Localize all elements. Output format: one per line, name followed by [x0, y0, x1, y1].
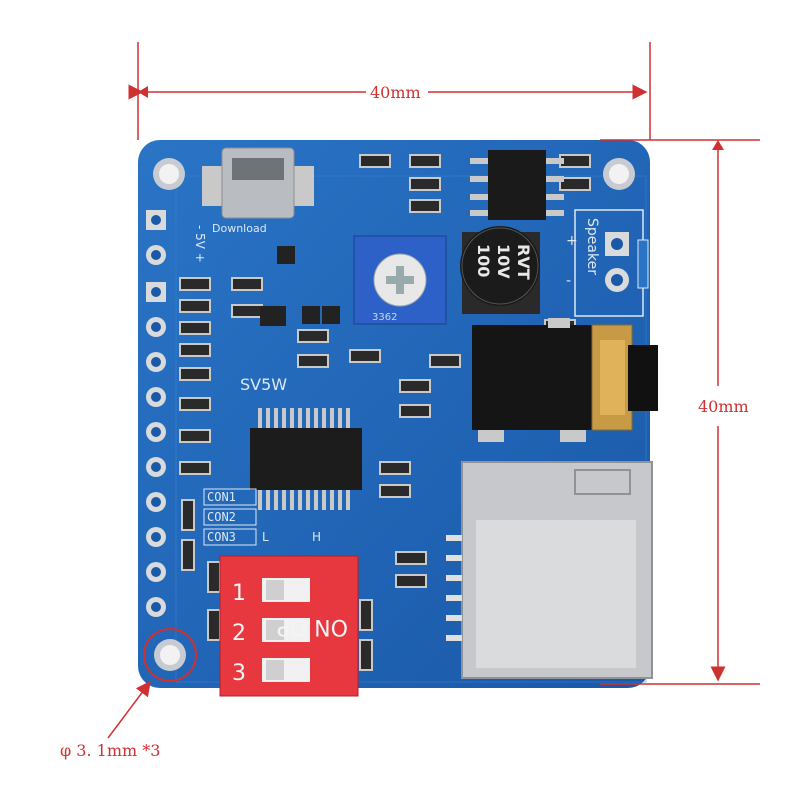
width-label: 40mm: [370, 83, 421, 102]
transistors: [260, 246, 340, 326]
pin-header: [146, 210, 166, 617]
download-label: Download: [212, 222, 267, 235]
con1-label: CON1: [207, 490, 236, 504]
height-label: 40mm: [698, 397, 749, 416]
decoder-chip: [250, 408, 362, 510]
con3-label: CON3: [207, 530, 236, 544]
height-arrow-top: [712, 140, 724, 150]
dip-number-2: 2: [232, 621, 246, 646]
width-arrow-left: [138, 86, 148, 98]
chip-label: SV5W: [240, 375, 287, 394]
power-label: - 5V +: [193, 225, 207, 263]
potentiometer: [353, 235, 447, 325]
dip-number-1: 1: [232, 581, 246, 606]
speaker-label: Speaker: [584, 218, 600, 275]
hole-highlight-circle: [143, 628, 197, 682]
con-boxes: [203, 488, 257, 546]
pot-label: 3362: [372, 312, 397, 323]
dimension-lines: [107, 42, 760, 739]
capacitor-line-3: RVT: [514, 244, 533, 280]
audio-jack: [472, 318, 658, 442]
h-label: H: [312, 530, 321, 544]
amplifier-chip: [470, 150, 564, 220]
micro-usb-port: [202, 147, 314, 219]
capacitor-line-2: 10V: [494, 244, 513, 279]
smd-components: [179, 154, 591, 671]
hole-diameter-label: φ 3. 1mm *3: [60, 741, 160, 760]
sd-card-slot: [446, 461, 653, 679]
capacitor-line-1: 100: [474, 244, 493, 277]
speaker-plus-label: +: [566, 233, 578, 249]
electrolytic-capacitor: [460, 226, 540, 314]
speaker-minus-label: -: [566, 273, 571, 289]
dip-on-label: ON DP: [277, 614, 348, 639]
speaker-connector: [574, 209, 649, 317]
dip-switch: [219, 555, 359, 697]
dip-number-3: 3: [232, 661, 246, 686]
con2-label: CON2: [207, 510, 236, 524]
mounting-holes: [143, 158, 635, 682]
l-label: L: [262, 530, 269, 544]
